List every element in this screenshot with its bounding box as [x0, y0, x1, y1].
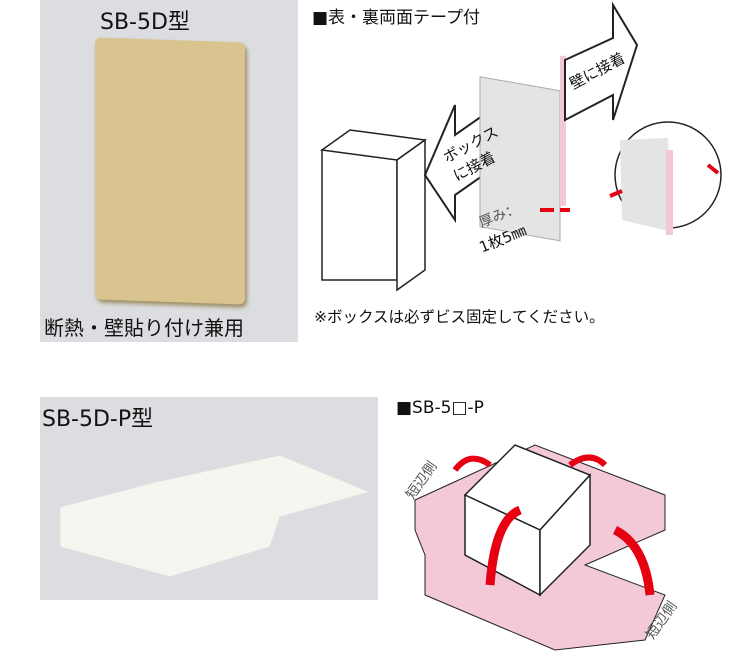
pad-folding-diagram [414, 444, 666, 651]
product-model-title: SB-5D型 [100, 10, 190, 35]
diagram-heading: ■表・裏両面テープ付 [312, 8, 481, 28]
fold-arrow [568, 454, 608, 468]
electrical-box-icon [463, 444, 592, 597]
cross-shaped-pad-image [59, 454, 372, 578]
screw-fix-note: ※ボックスは必ずビス固定してください。 [314, 308, 605, 326]
product-photo-panel-sb5dp: SB-5D-P型 [40, 397, 378, 600]
diagram-heading-2: ■SB-5□-P [396, 398, 484, 418]
fold-arrow [452, 455, 492, 472]
fold-arrow [485, 505, 523, 586]
product-photo-panel-sb5d: SB-5D型 断熱・壁貼り付け兼用 [40, 0, 298, 342]
product-caption: 断熱・壁貼り付け兼用 [44, 316, 244, 340]
arrow-to-wall [564, 1, 639, 122]
insulation-sheet-image [95, 37, 245, 305]
tape-diagram [320, 1, 722, 292]
fold-arrow [612, 525, 655, 596]
product-model-title: SB-5D-P型 [42, 407, 154, 432]
electrical-box-icon [320, 129, 427, 292]
